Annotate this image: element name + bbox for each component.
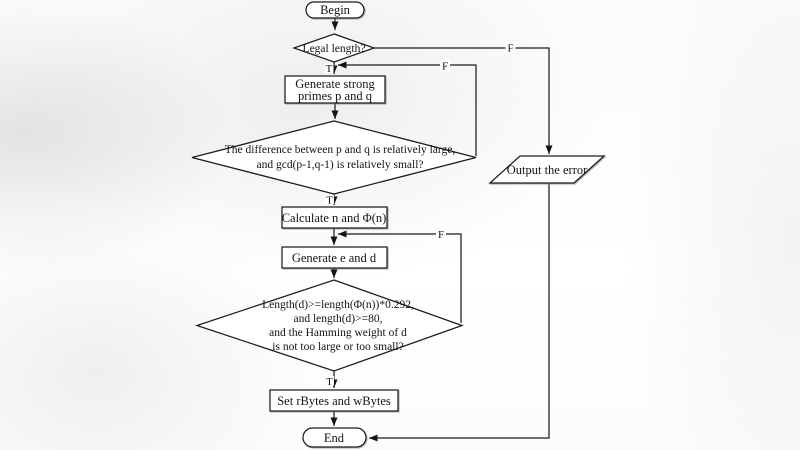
d-check-line3: and the Hamming weight of d [269,327,407,339]
set-bytes-label: Set rBytes and wBytes [277,394,391,408]
d-check-line1: Length(d)>=length(Φ(n))*0.292, [262,299,414,311]
d-check-line2: and length(d)>=80, [294,313,383,325]
generate-primes-process: Generate strong primes p and q [284,75,386,104]
end-node: End [302,427,367,448]
legal-true-label: T [324,63,334,75]
set-bytes-process: Set rBytes and wBytes [269,389,399,412]
d-true-label: T [325,376,334,388]
prime-check-line1: The difference between p and q is relati… [225,144,456,156]
edge-d-check-false-feedback [338,230,462,323]
generate-ed-process: Generate e and d [281,246,388,269]
generate-ed-label: Generate e and d [292,251,377,265]
svg-text:F: F [507,43,513,55]
svg-text:T: T [326,195,333,207]
generate-primes-line2: primes p and q [298,89,373,103]
edge-legal-false-to-error [374,47,553,154]
svg-text:T: T [326,63,333,75]
svg-text:F: F [442,61,448,73]
legal-length-label: Legal length? [303,43,366,55]
prime-check-decision: The difference between p and q is relati… [191,120,477,195]
output-error-label: Output the error [507,163,588,177]
edge-prime-check-false-feedback [338,61,477,156]
end-label: End [324,431,345,445]
d-check-decision: Length(d)>=length(Φ(n))*0.292, and lengt… [195,279,464,372]
legal-length-decision: Legal length? [292,33,376,63]
begin-node: Begin [305,1,365,19]
svg-text:T: T [326,376,333,388]
prime-false-label: F [440,60,450,73]
calculate-label: Calculate n and Φ(n) [282,211,387,225]
svg-text:F: F [438,229,444,241]
d-check-line4: is not too large or too small? [272,341,403,353]
output-error-io: Output the error [488,155,606,184]
prime-check-line2: and gcd(p-1,q-1) is relatively small? [256,159,423,171]
legal-false-label: F [505,42,516,55]
d-false-label: F [436,229,446,241]
edge-error-to-end [369,183,550,442]
prime-true-label: T [325,195,334,207]
generate-primes-line1: Generate strong [295,77,375,91]
calculate-process: Calculate n and Φ(n) [281,206,388,229]
begin-label: Begin [320,3,351,17]
